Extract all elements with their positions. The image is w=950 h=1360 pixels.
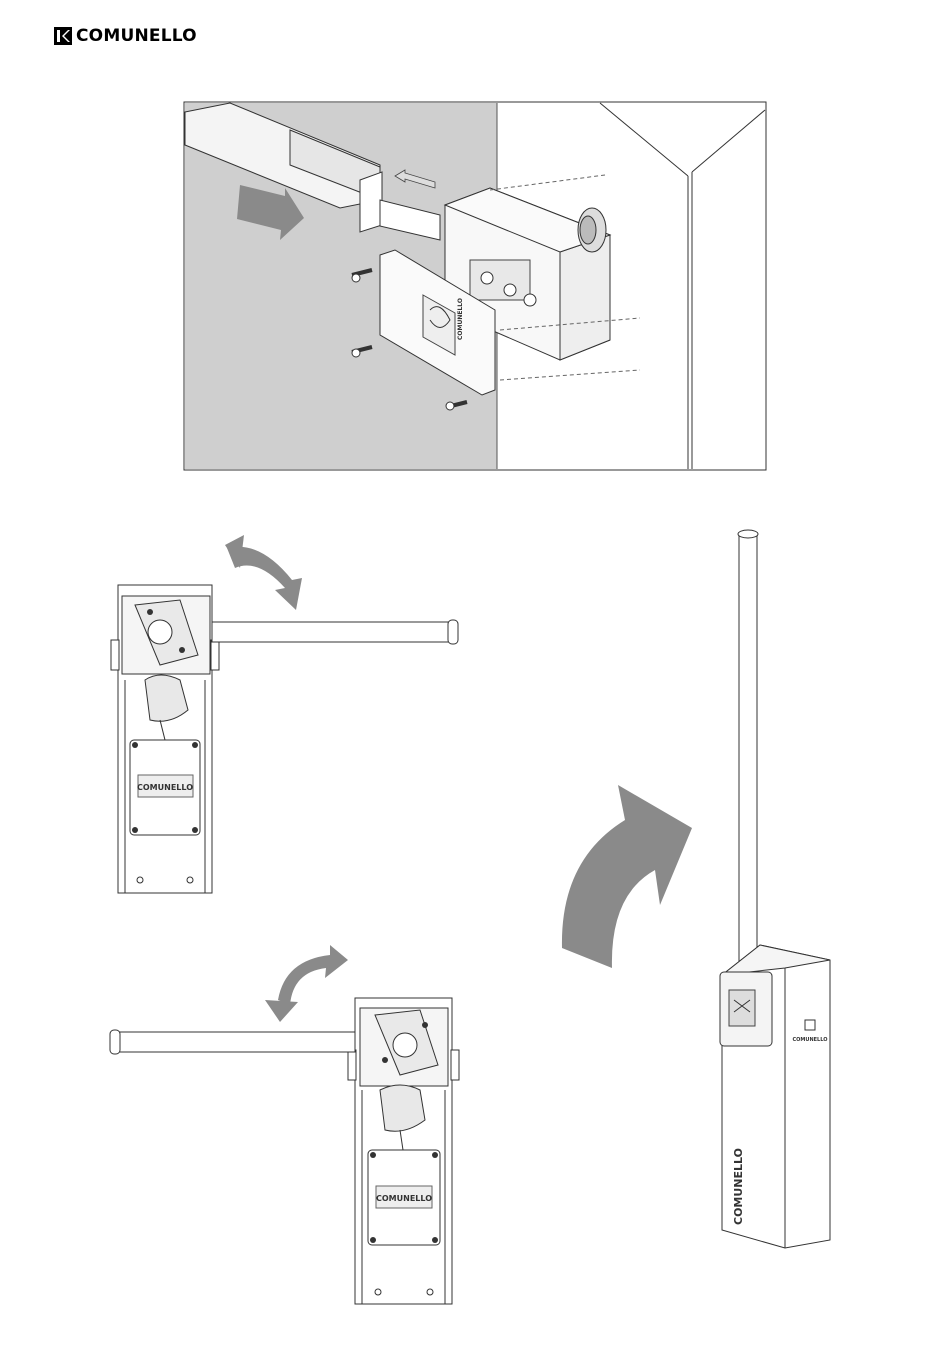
rotate-arrow-icon-b — [278, 945, 348, 1005]
cover-brand-label-b: COMUNELLO — [376, 1194, 432, 1203]
panel-brand-label: COMUNELLO — [457, 298, 464, 340]
figure-barrier-arm-left: COMUNELLO — [110, 945, 459, 1304]
cover-brand-label-a: COMUNELLO — [137, 783, 193, 792]
figure-installation-detail: COMUNELLO — [184, 102, 766, 470]
cabinet-brand-label: COMUNELLO — [732, 1148, 745, 1225]
curved-up-arrow-icon — [562, 785, 692, 968]
figure-barrier-upright: COMUNELLO COMUNELLO — [562, 530, 830, 1248]
badge-brand-label: COMUNELLO — [793, 1037, 828, 1043]
figure-barrier-arm-right: COMUNELLO — [111, 535, 458, 893]
